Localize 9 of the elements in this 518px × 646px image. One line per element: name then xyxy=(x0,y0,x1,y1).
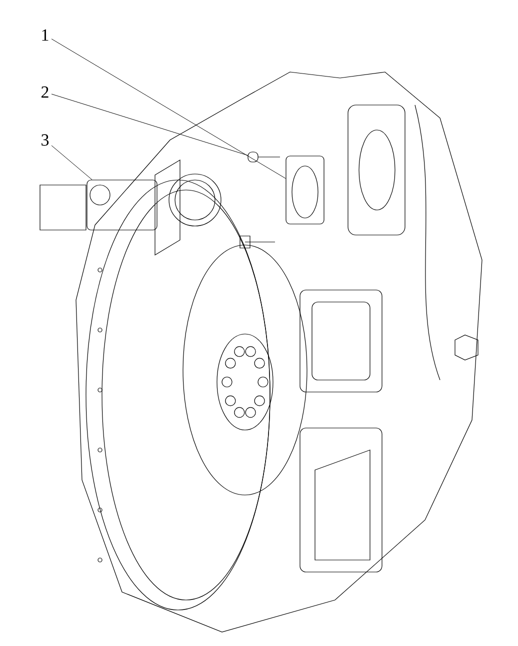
bolt xyxy=(248,152,258,162)
pump-body xyxy=(86,180,158,230)
callout-number: 2 xyxy=(42,86,48,98)
leader-line xyxy=(51,38,286,179)
leader-line xyxy=(51,145,92,180)
callout-number: 3 xyxy=(42,134,49,146)
leader-line xyxy=(51,94,248,156)
callout-number: 1 xyxy=(42,29,48,41)
gasket xyxy=(286,156,324,224)
